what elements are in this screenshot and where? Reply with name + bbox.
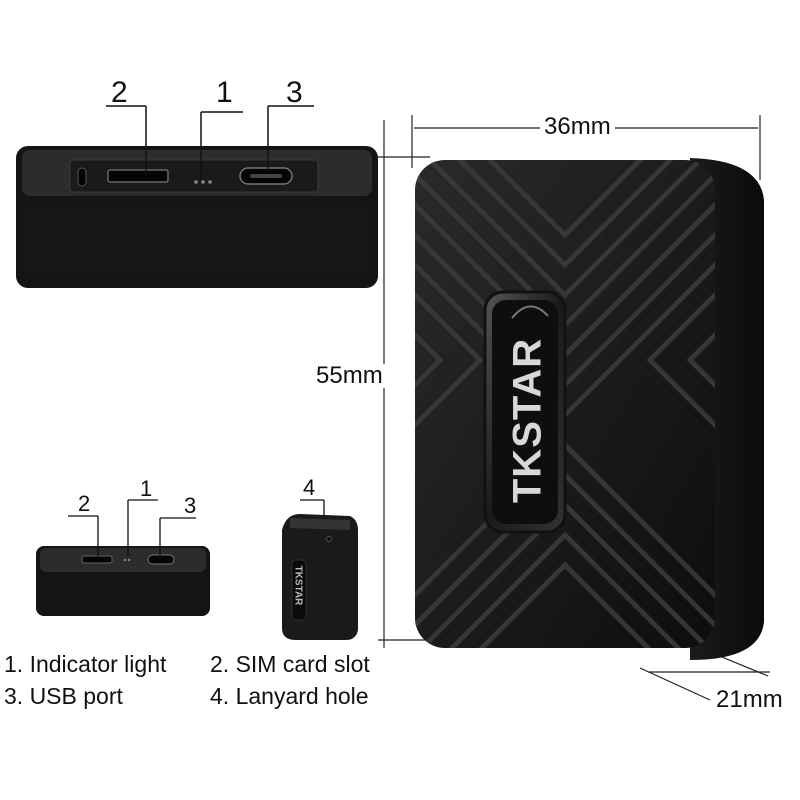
legend-lanyard-hole: 4. Lanyard hole: [210, 683, 369, 709]
device-top-view: [16, 146, 378, 288]
callout-2-small: 2: [78, 491, 91, 516]
dimension-height: 55mm: [312, 364, 387, 388]
dimension-depth: 21mm: [712, 688, 787, 712]
callout-4-small: 4: [303, 475, 316, 500]
brand-logo: TKSTAR: [505, 337, 550, 504]
callout-2-top: 2: [111, 76, 128, 109]
callout-3-small: 3: [184, 493, 197, 518]
callout-1-top: 1: [216, 76, 233, 109]
device-main-view: [415, 158, 764, 660]
legend-usb-port: 3. USB port: [4, 683, 123, 709]
reset-slot: [77, 167, 87, 187]
callout-3-top: 3: [286, 76, 303, 109]
device-small-back: [282, 514, 358, 640]
indicator-light: [194, 180, 198, 184]
dimension-width: 36mm: [540, 115, 615, 139]
legend-indicator-light: 1. Indicator light: [4, 651, 167, 677]
dimension-lines: [378, 115, 770, 701]
callout-1-small: 1: [140, 476, 153, 501]
top-callout-lines: [106, 105, 314, 180]
lanyard-hole: [326, 536, 332, 542]
device-small-front: [36, 546, 210, 616]
brand-logo-small: TKSTAR: [292, 565, 304, 606]
sim-card-slot: [107, 169, 169, 183]
legend-sim-card-slot: 2. SIM card slot: [210, 651, 370, 677]
